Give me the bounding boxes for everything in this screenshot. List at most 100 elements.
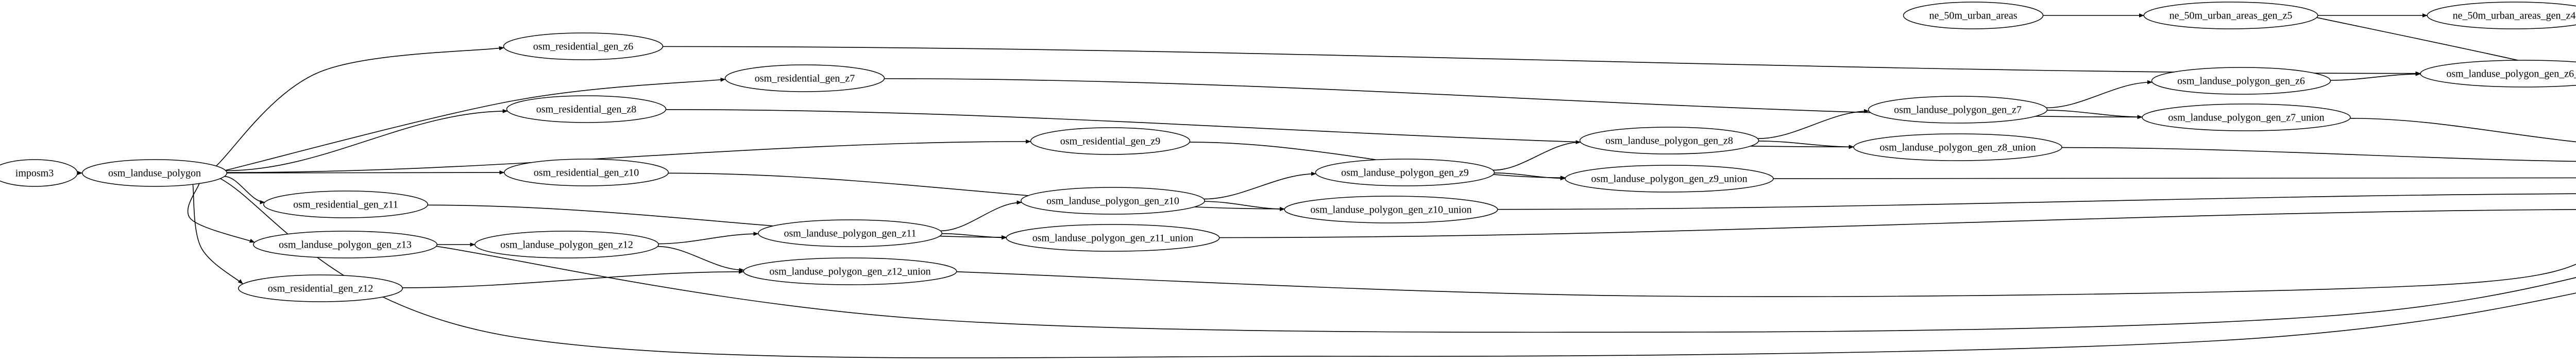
edge-osm-landuse-polygon-gen-z9-to-osm-landuse-polygon-gen-z8 [1493,140,1581,171]
node-imposm3: imposm3 [0,159,78,187]
node-label-ne-50m-urban-areas-gen-z5: ne_50m_urban_areas_gen_z5 [2170,10,2293,22]
node-ellipse-ne-50m-urban-areas [1903,2,2044,29]
node-osm-landuse-polygon: osm_landuse_polygon [82,159,227,187]
node-ellipse-osm-landuse-polygon-gen-z6 [2151,67,2331,95]
edge-osm-landuse-polygon-gen-z6-to-osm-landuse-polygon-gen-z6-union [2330,72,2421,81]
node-ellipse-osm-residential-gen-z6 [503,32,664,60]
node-ellipse-osm-landuse-polygon [82,159,227,187]
edge-osm-residential-gen-z6-to-osm-landuse-polygon-gen-z6-union [663,46,2421,76]
node-ellipse-osm-landuse-polygon-gen-z10 [1021,187,1205,215]
edge-osm-landuse-polygon-gen-z12-to-osm-landuse-polygon-gen-z11 [658,232,759,245]
node-label-osm-landuse-polygon: osm_landuse_polygon [108,168,201,179]
node-label-osm-landuse-polygon-gen-z9: osm_landuse_polygon_gen_z9 [1341,167,1469,179]
node-label-osm-landuse-polygon-gen-z7: osm_landuse_polygon_gen_z7 [1894,105,2022,116]
edge-osm-landuse-polygon-gen-z10-to-osm-landuse-polygon-gen-z9 [1204,171,1316,200]
node-osm-landuse-polygon-gen-z9-union: osm_landuse_polygon_gen_z9_union [1565,165,1774,193]
node-ellipse-osm-landuse-polygon-gen-z9-union [1565,165,1774,193]
node-label-osm-residential-gen-z10: osm_residential_gen_z10 [534,167,639,179]
edge-osm-landuse-polygon-gen-z11-to-osm-landuse-polygon-gen-z10 [940,200,1022,232]
node-label-imposm3: imposm3 [15,168,54,179]
edge-osm-landuse-polygon-to-osm-residential-gen-z11 [224,176,265,204]
node-ellipse-osm-landuse-polygon-gen-z12 [474,231,659,258]
node-label-osm-landuse-polygon-gen-z12-union: osm_landuse_polygon_gen_z12_union [769,266,930,278]
node-osm-landuse-polygon-gen-z7: osm_landuse_polygon_gen_z7 [1868,96,2048,124]
edge-osm-residential-gen-z12-to-osm-landuse-polygon-gen-z12-union [402,269,744,288]
node-osm-landuse-polygon-gen-z6: osm_landuse_polygon_gen_z6 [2151,67,2331,95]
edge-osm-landuse-polygon-to-osm-residential-gen-z6 [216,46,504,167]
node-label-ne-50m-urban-areas: ne_50m_urban_areas [1929,10,2017,22]
edge-osm-landuse-polygon-gen-z12-to-osm-landuse-polygon-gen-z12-union [657,246,744,272]
edge-osm-landuse-polygon-gen-z7-to-osm-landuse-polygon-gen-z6 [2046,80,2153,109]
node-label-osm-landuse-polygon-gen-z11-union: osm_landuse_polygon_gen_z11_union [1032,233,1194,244]
node-ellipse-osm-landuse-polygon-gen-z8 [1579,127,1759,154]
node-label-osm-landuse-polygon-gen-z6-union: osm_landuse_polygon_gen_z6_union [2446,68,2576,80]
node-label-osm-landuse-polygon-gen-z8-union: osm_landuse_polygon_gen_z8_union [1879,142,2036,153]
edge-osm-landuse-polygon-gen-z11-union-to-table-z11 [1219,209,2576,238]
node-osm-landuse-polygon-gen-z12: osm_landuse_polygon_gen_z12 [474,231,659,258]
node-ellipse-osm-landuse-polygon-gen-z13 [253,231,437,258]
node-osm-landuse-polygon-gen-z11: osm_landuse_polygon_gen_z11 [758,219,942,247]
edges-layer [77,13,2576,358]
node-label-osm-landuse-polygon-gen-z6: osm_landuse_polygon_gen_z6 [2177,76,2305,87]
node-osm-residential-gen-z8: osm_residential_gen_z8 [506,95,667,123]
nodes-layer: imposm3 osm_landuse_polygon osm_residentia… [0,2,2576,302]
node-osm-landuse-polygon-gen-z8-union: osm_landuse_polygon_gen_z8_union [1853,133,2062,161]
node-label-osm-residential-gen-z9: osm_residential_gen_z9 [1060,136,1160,147]
node-osm-landuse-polygon-gen-z12-union: osm_landuse_polygon_gen_z12_union [743,257,957,285]
node-ne-50m-urban-areas-gen-z4: ne_50m_urban_areas_gen_z4 [2427,2,2576,29]
node-label-osm-landuse-polygon-gen-z10: osm_landuse_polygon_gen_z10 [1046,196,1179,207]
node-ellipse-osm-landuse-polygon-gen-z10-union [1284,196,1498,223]
node-osm-landuse-polygon-gen-z11-union: osm_landuse_polygon_gen_z11_union [1006,224,1220,252]
edge-osm-landuse-polygon-to-osm-residential-gen-z8 [226,109,508,171]
node-label-osm-residential-gen-z11: osm_residential_gen_z11 [293,199,398,211]
node-label-osm-landuse-polygon-gen-z12: osm_landuse_polygon_gen_z12 [500,239,633,251]
node-label-osm-landuse-polygon-gen-z10-union: osm_landuse_polygon_gen_z10_union [1310,204,1471,216]
edge-osm-landuse-polygon-gen-z13-to-table-z13 [436,246,2576,333]
edge-osm-landuse-polygon-to-osm-landuse-polygon-gen-z13 [187,183,255,243]
edge-osm-landuse-polygon-gen-z8-to-osm-landuse-polygon-gen-z7 [1757,109,1869,140]
edge-osm-landuse-polygon-gen-z9-to-osm-landuse-polygon-gen-z9-union [1494,172,1566,181]
node-osm-residential-gen-z11: osm_residential_gen_z11 [263,190,428,218]
node-label-osm-landuse-polygon-gen-z7-union: osm_landuse_polygon_gen_z7_union [2168,112,2324,124]
edge-osm-landuse-polygon-gen-z7-to-osm-landuse-polygon-gen-z7-union [2047,110,2143,119]
edge-osm-landuse-polygon-gen-z10-union-to-table-z10 [1497,193,2576,210]
node-label-osm-residential-gen-z12: osm_residential_gen_z12 [268,283,373,294]
edge-osm-landuse-polygon-to-osm-residential-gen-z9 [227,139,1031,173]
node-osm-landuse-polygon-gen-z6-union: osm_landuse_polygon_gen_z6_union [2420,60,2576,88]
node-label-ne-50m-urban-areas-gen-z4: ne_50m_urban_areas_gen_z4 [2453,10,2576,22]
node-osm-landuse-polygon-gen-z7-union: osm_landuse_polygon_gen_z7_union [2142,103,2351,131]
edge-osm-landuse-polygon-to-osm-residential-gen-z10 [227,170,505,175]
node-ellipse-osm-landuse-polygon-gen-z7-union [2142,103,2351,131]
node-ellipse-osm-residential-gen-z12 [238,274,403,302]
node-osm-residential-gen-z6: osm_residential_gen_z6 [503,32,664,60]
node-osm-landuse-polygon-gen-z8: osm_landuse_polygon_gen_z8 [1579,127,1759,154]
node-ellipse-osm-landuse-polygon-gen-z6-union [2420,60,2576,88]
edge-osm-landuse-polygon-gen-z7-union-to-table-z7 [2350,118,2576,143]
node-ellipse-osm-landuse-polygon-gen-z11-union [1006,224,1220,252]
edge-osm-landuse-polygon-to-table-z14plus [220,178,2576,358]
node-label-osm-residential-gen-z7: osm_residential_gen_z7 [755,73,855,84]
node-osm-landuse-polygon-gen-z10-union: osm_landuse_polygon_gen_z10_union [1284,196,1498,223]
node-ellipse-ne-50m-urban-areas-gen-z5 [2143,2,2318,29]
node-label-osm-landuse-polygon-gen-z9-union: osm_landuse_polygon_gen_z9_union [1591,174,1747,185]
node-osm-residential-gen-z7: osm_residential_gen_z7 [724,64,885,92]
node-ellipse-osm-landuse-polygon-gen-z7 [1868,96,2048,124]
node-osm-residential-gen-z9: osm_residential_gen_z9 [1030,127,1191,155]
node-ellipse-osm-residential-gen-z8 [506,95,667,123]
edge-osm-landuse-polygon-to-osm-residential-gen-z12 [192,184,243,285]
node-ellipse-osm-landuse-polygon-gen-z8-union [1853,133,2062,161]
node-ellipse-osm-landuse-polygon-gen-z12-union [743,257,957,285]
node-osm-landuse-polygon-gen-z9: osm_landuse_polygon_gen_z9 [1315,159,1495,186]
node-ne-50m-urban-areas-gen-z5: ne_50m_urban_areas_gen_z5 [2143,2,2318,29]
node-label-osm-residential-gen-z8: osm_residential_gen_z8 [536,104,636,115]
node-label-osm-landuse-polygon-gen-z8: osm_landuse_polygon_gen_z8 [1605,135,1733,147]
node-osm-landuse-polygon-gen-z13: osm_landuse_polygon_gen_z13 [253,231,437,258]
node-label-osm-landuse-polygon-gen-z11: osm_landuse_polygon_gen_z11 [784,228,916,239]
edge-osm-landuse-polygon-gen-z12-union-to-table-z12 [956,264,2576,297]
node-label-osm-residential-gen-z6: osm_residential_gen_z6 [533,41,633,53]
edge-osm-landuse-polygon-to-osm-residential-gen-z7 [225,77,726,171]
node-label-osm-landuse-polygon-gen-z13: osm_landuse_polygon_gen_z13 [279,239,412,251]
node-ne-50m-urban-areas: ne_50m_urban_areas [1903,2,2044,29]
